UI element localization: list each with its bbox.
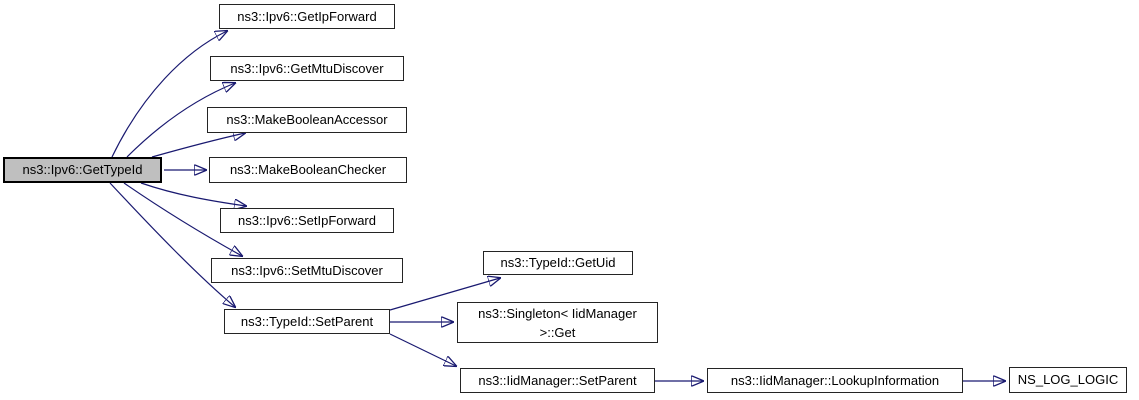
node-iidmanager-lookup-information[interactable]: ns3::IidManager::LookupInformation: [707, 368, 963, 393]
edge-typeidsetparent-getuid: [389, 278, 500, 311]
node-make-boolean-accessor[interactable]: ns3::MakeBooleanAccessor: [207, 107, 407, 133]
node-ipv6-get-ip-forward[interactable]: ns3::Ipv6::GetIpForward: [219, 4, 395, 29]
node-typeid-get-uid[interactable]: ns3::TypeId::GetUid: [483, 251, 633, 275]
edge-gettypeid-setmtudiscover: [123, 182, 242, 256]
node-singleton-get[interactable]: ns3::Singleton< IidManager >::Get: [457, 302, 658, 343]
node-make-boolean-checker[interactable]: ns3::MakeBooleanChecker: [209, 157, 407, 183]
edge-gettypeid-makebooleanaccessor: [151, 133, 245, 158]
edge-gettypeid-getipforward: [111, 31, 227, 158]
edge-gettypeid-getmtudiscover: [126, 83, 235, 158]
edge-gettypeid-typeidsetparent: [109, 182, 235, 307]
node-typeid-set-parent[interactable]: ns3::TypeId::SetParent: [224, 309, 390, 334]
edge-typeidsetparent-iidmanagersetparent: [389, 333, 456, 366]
node-ns-log-logic[interactable]: NS_LOG_LOGIC: [1009, 367, 1127, 393]
node-ipv6-set-mtu-discover[interactable]: ns3::Ipv6::SetMtuDiscover: [211, 258, 403, 283]
node-iidmanager-set-parent[interactable]: ns3::IidManager::SetParent: [460, 368, 655, 393]
node-ipv6-get-type-id: ns3::Ipv6::GetTypeId: [3, 157, 162, 183]
node-ipv6-get-mtu-discover[interactable]: ns3::Ipv6::GetMtuDiscover: [210, 56, 404, 81]
edge-gettypeid-setipforward: [140, 182, 246, 206]
node-ipv6-set-ip-forward[interactable]: ns3::Ipv6::SetIpForward: [220, 208, 394, 233]
